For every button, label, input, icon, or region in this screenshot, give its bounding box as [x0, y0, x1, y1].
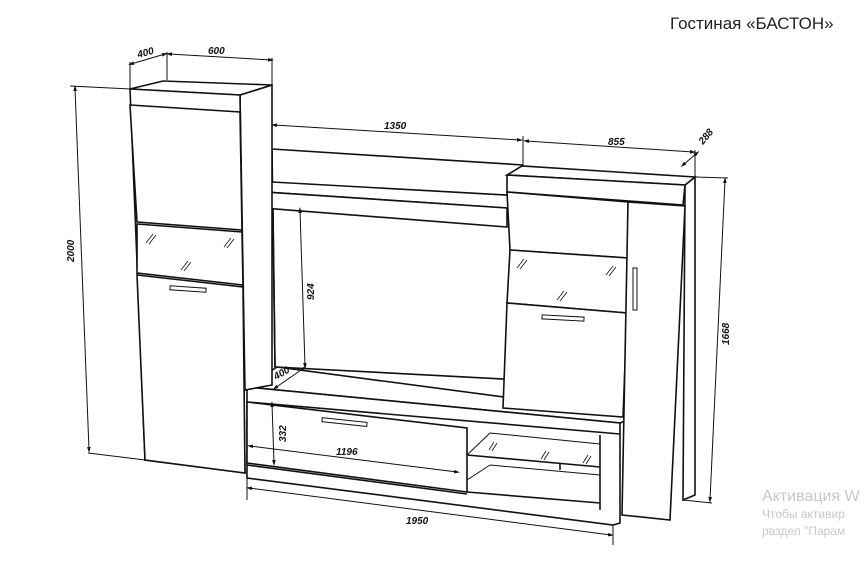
dim-drawer-width: 1196 — [336, 447, 358, 458]
dim-shelf-width: 1350 — [384, 121, 407, 132]
dim-left-depth: 400 — [135, 46, 155, 61]
drawer-handle — [321, 417, 368, 427]
drawing-title: Гостиная «БАСТОН» — [670, 14, 834, 33]
dim-niche-height: 924 — [306, 283, 317, 300]
glass-mark — [516, 258, 617, 302]
dim-right-depth: 288 — [696, 127, 716, 148]
watermark-line-1: Активация W — [762, 488, 860, 505]
windows-activation-watermark: Активация W Чтобы активир раздел "Парам — [762, 488, 860, 540]
dim-right-height: 1668 — [721, 322, 732, 345]
dim-drawer-height: 332 — [278, 425, 289, 442]
dim-total-width: 1950 — [406, 516, 429, 527]
tall-door-handle — [632, 267, 638, 311]
left-glass-panel — [136, 223, 244, 286]
dim-left-height: 2000 — [66, 239, 77, 263]
right-top-door — [506, 191, 629, 259]
right-cabinet — [502, 165, 698, 521]
right-door-handle — [541, 314, 585, 322]
left-door-handle — [169, 285, 207, 293]
right-bottom-door — [502, 302, 628, 418]
left-top-door — [129, 104, 243, 231]
glass-mark — [145, 233, 235, 272]
dim-right-width: 855 — [608, 137, 625, 148]
dimension-lines — [69, 52, 729, 545]
right-glass-panel — [506, 249, 629, 314]
dim-left-width: 600 — [208, 46, 225, 57]
left-bottom-door — [136, 274, 246, 474]
glass-mark — [488, 441, 592, 465]
tv-shelf — [249, 181, 526, 368]
left-tower — [129, 80, 273, 474]
right-tall-door — [621, 201, 686, 521]
watermark-line-3: раздел "Парам — [762, 524, 846, 538]
watermark-line-2: Чтобы активир — [762, 507, 845, 521]
